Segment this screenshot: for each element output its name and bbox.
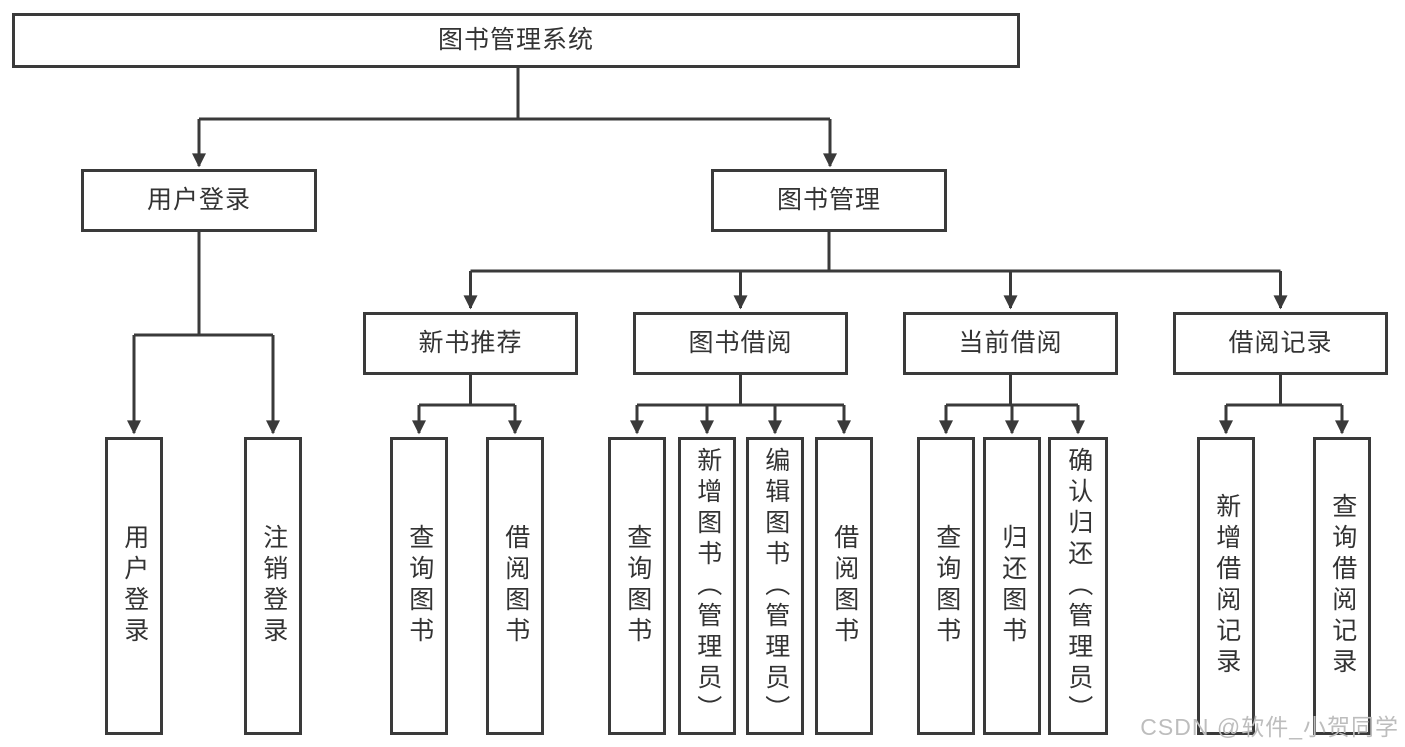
leaf-cb-confirm-return-admin: 确认归还（管理员） [1048,437,1108,735]
leaf-bb-borrow-books: 借阅图书 [815,437,873,735]
node-label: 用户登录 [120,524,149,648]
leaf-rec-query-books: 查询图书 [390,437,448,735]
leaf-logout: 注销登录 [244,437,302,735]
node-borrowing-records: 借阅记录 [1173,312,1388,375]
node-label: 图书管理系统 [437,26,594,54]
node-label: 借阅图书 [830,524,859,648]
leaf-bb-add-books-admin: 新增图书（管理员） [678,437,736,735]
leaf-br-query-record: 查询借阅记录 [1313,437,1371,735]
node-current-borrowing: 当前借阅 [903,312,1118,375]
node-label: 归还图书 [998,524,1027,648]
node-label: 编辑图书（管理员） [761,446,790,726]
leaf-br-add-record: 新增借阅记录 [1197,437,1255,735]
leaf-bb-query-books: 查询图书 [608,437,666,735]
node-label: 借阅图书 [501,524,530,648]
node-new-book-recommendation: 新书推荐 [363,312,578,375]
node-label: 确认归还（管理员） [1064,446,1093,726]
node-label: 图书管理 [776,186,881,214]
leaf-cb-return-books: 归还图书 [983,437,1041,735]
leaf-bb-edit-books-admin: 编辑图书（管理员） [746,437,804,735]
node-label: 新增借阅记录 [1212,493,1241,679]
leaf-user-login: 用户登录 [105,437,163,735]
node-label: 查询图书 [932,524,961,648]
node-library-management-system: 图书管理系统 [12,13,1020,68]
node-book-borrowing: 图书借阅 [633,312,848,375]
node-label: 用户登录 [146,186,251,214]
node-label: 借阅记录 [1228,329,1333,357]
node-label: 图书借阅 [688,329,793,357]
leaf-cb-query-books: 查询图书 [917,437,975,735]
leaf-rec-borrow-books: 借阅图书 [486,437,544,735]
node-label: 查询图书 [623,524,652,648]
node-label: 查询借阅记录 [1328,493,1357,679]
node-label: 注销登录 [259,524,288,648]
node-label: 当前借阅 [958,329,1063,357]
node-label: 新增图书（管理员） [693,446,722,726]
node-label: 查询图书 [405,524,434,648]
node-book-management: 图书管理 [711,169,947,232]
node-user-login: 用户登录 [81,169,317,232]
node-label: 新书推荐 [418,329,523,357]
